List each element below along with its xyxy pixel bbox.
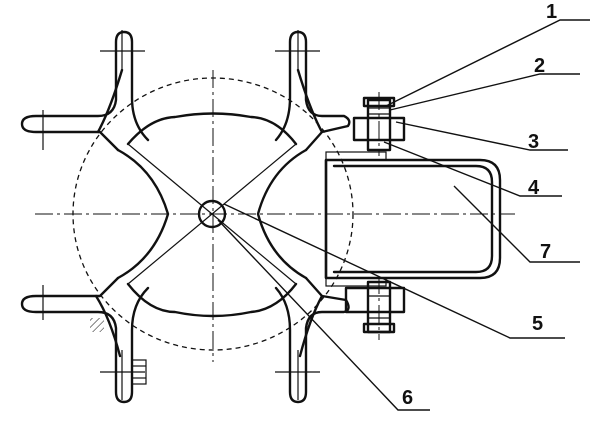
center-lines [35, 30, 515, 400]
callout-5: 5 [532, 313, 543, 335]
callout-2: 2 [534, 55, 545, 77]
callout-labels: 1 2 3 4 7 5 6 [402, 1, 557, 409]
leader-lines [217, 19, 590, 411]
callout-1: 1 [546, 1, 557, 23]
lower-bolt-assembly [344, 276, 406, 340]
callout-4: 4 [528, 177, 540, 199]
spider-frame [116, 112, 308, 318]
callout-6: 6 [402, 387, 413, 409]
callout-3: 3 [528, 131, 539, 153]
arm-upper-right [274, 30, 351, 152]
hub [197, 199, 227, 229]
housing [324, 151, 502, 287]
upper-bolt-assembly [352, 92, 406, 156]
arm-upper-left [20, 30, 150, 152]
arm-lower-left [20, 276, 150, 404]
callout-7: 7 [540, 241, 551, 263]
arm-lower-right [274, 276, 350, 404]
